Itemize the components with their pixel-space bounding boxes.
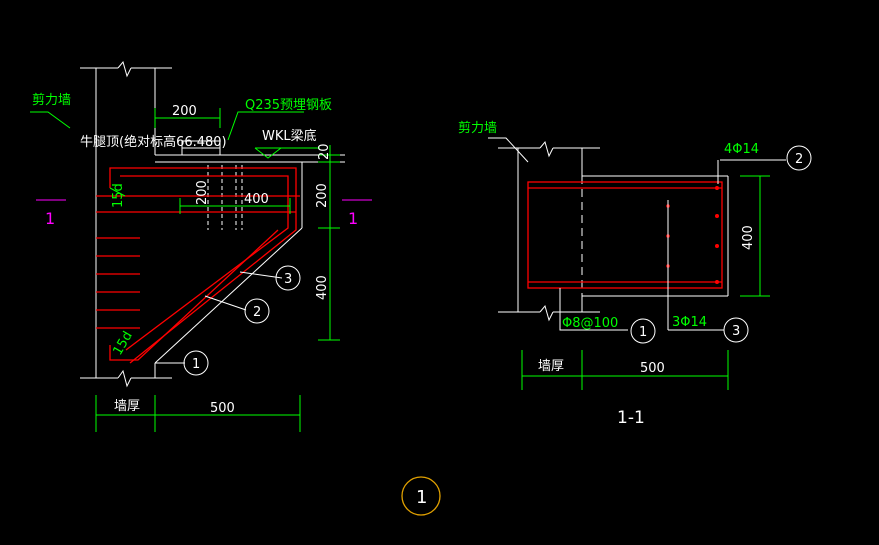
callout-circle-1-right <box>630 318 656 344</box>
dim-500-left: 500 <box>210 401 235 416</box>
left-leaders <box>155 271 283 364</box>
callout-1-right: 1 <box>639 325 647 340</box>
beam-bottom-label: WKL梁底 <box>262 128 317 144</box>
callout-3-right: 3 <box>732 324 740 339</box>
dim-500-right: 500 <box>640 361 665 376</box>
callout-3-left: 3 <box>284 272 292 287</box>
dim-inner-400: 400 <box>244 192 269 207</box>
section-mark-right: 1 <box>348 209 358 228</box>
top-bar-label: 4Φ14 <box>724 142 759 157</box>
corbel-rebar <box>96 167 300 364</box>
dim-top-200: 200 <box>172 104 197 119</box>
wall-label-left: 剪力墙 <box>32 92 71 108</box>
wall-label-right: 剪力墙 <box>458 120 497 136</box>
stirrup-outline <box>527 181 723 289</box>
corbel-elevation: 剪力墙 牛腿顶(绝对标高66.480) Q235预埋钢板 WKL梁底 200 2… <box>30 60 372 432</box>
section-leaders <box>488 137 786 331</box>
drawing-number: 1 <box>401 476 441 516</box>
left-dimensions <box>30 108 340 432</box>
section-dimensions <box>521 175 770 390</box>
section-bar-dots <box>666 186 719 284</box>
section-title: 1-1 <box>617 408 645 428</box>
section-1-1: 剪力墙 4Φ14 Φ8@100 3Φ14 400 墙厚 500 1-1 1 2 … <box>458 120 812 428</box>
section-rebar <box>527 181 723 289</box>
elevation-note: 牛腿顶(绝对标高66.480) <box>80 134 227 150</box>
callout-1-left: 1 <box>192 357 200 372</box>
section-mark-left: 1 <box>45 209 55 228</box>
dim-wall-left: 墙厚 <box>114 399 140 414</box>
plate-label: Q235预埋钢板 <box>245 98 332 113</box>
wall-outline-left <box>80 60 345 388</box>
embedded-plate <box>181 140 221 156</box>
callout-circle-1-left <box>183 350 209 376</box>
dim-400-right: 400 <box>741 225 756 250</box>
callout-circle-3-left <box>275 265 301 291</box>
callout-circle-2-right <box>786 145 812 171</box>
dim-200: 200 <box>315 183 330 208</box>
anchor-studs <box>207 165 243 230</box>
wall-outline-right <box>498 140 729 322</box>
callout-2-right: 2 <box>795 152 803 167</box>
anchor-15d-bottom: 15d <box>110 329 135 358</box>
stirrup-label: Φ8@100 <box>562 316 618 331</box>
callout-2-left: 2 <box>253 305 261 320</box>
callout-circle-2-left <box>244 298 270 324</box>
anchor-15d-top: 15d <box>111 183 126 208</box>
side-bar-label: 3Φ14 <box>672 315 707 330</box>
drawing-number-text: 1 <box>416 487 427 508</box>
rebar-top-bar <box>109 167 297 364</box>
callout-circle-3-right <box>723 317 749 343</box>
rebar-second-bar <box>120 175 289 351</box>
dim-inner-200: 200 <box>195 180 210 205</box>
dim-20: 20 <box>317 143 332 160</box>
dim-400: 400 <box>315 275 330 300</box>
rebar-diagonal-bar <box>109 229 279 361</box>
dim-wall-right: 墙厚 <box>538 359 564 374</box>
drawing-number-circle <box>401 476 441 516</box>
